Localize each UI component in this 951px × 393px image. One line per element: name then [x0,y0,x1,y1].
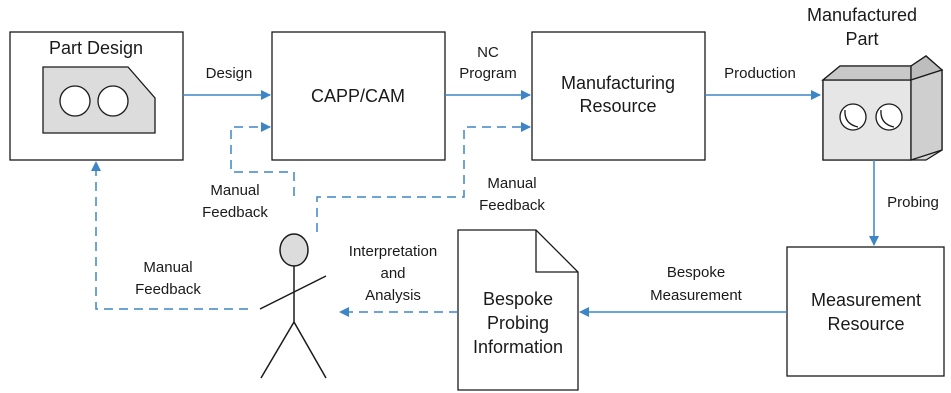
hole-icon [59,85,91,117]
interpretation-label-1: Interpretation [349,243,437,260]
part-design-title: Part Design [49,38,143,58]
measurement-resource-label-2: Resource [827,314,904,334]
manual-feedback-design-arrow [91,161,248,310]
manual-feedback-capp-arrow [230,122,295,196]
manual-feedback-design-label-2: Feedback [135,281,201,298]
bespoke-measurement-label-2: Measurement [650,287,743,304]
manual-feedback-mfg-label-1: Manual [487,175,536,192]
manual-feedback-design-label-1: Manual [143,259,192,276]
part-design-box: Part Design [9,31,184,161]
manual-feedback-capp-label-1: Manual [210,182,259,199]
machined-part-icon [821,55,944,161]
document-icon [457,229,579,391]
manufacturing-resource-box: Manufacturing Resource [531,31,706,161]
manufactured-part-label-1: Manufactured [807,5,917,25]
nc-program-label-1: NC [477,44,499,61]
manufacturing-resource-label-2: Resource [579,96,656,116]
manual-feedback-capp-label-2: Feedback [202,204,268,221]
measurement-resource-box: Measurement Resource [786,246,945,377]
bespoke-measurement-label-1: Bespoke [667,264,725,281]
person-icon [259,233,327,379]
hole-icon [97,85,129,117]
probing-label: Probing [887,194,939,211]
design-label: Design [206,65,253,82]
manual-feedback-mfg-arrow [316,122,531,232]
bespoke-probing-label-3: Information [473,337,563,357]
bespoke-probing-label-1: Bespoke [483,289,553,309]
nc-program-label-2: Program [459,65,517,82]
measurement-resource-label-1: Measurement [811,290,921,310]
interpretation-label-3: Analysis [365,287,421,304]
bespoke-probing-information-doc: Bespoke Probing Information [457,229,579,391]
manual-feedback-mfg-label-2: Feedback [479,197,545,214]
capp-cam-box: CAPP/CAM [271,31,446,161]
interpretation-label-2: and [380,265,405,282]
production-label: Production [724,65,796,82]
manufactured-part-label-2: Part [845,29,878,49]
manufactured-part: Manufactured Part [807,5,944,161]
manufacturing-resource-label-1: Manufacturing [561,73,675,93]
capp-cam-label: CAPP/CAM [311,86,405,106]
bespoke-probing-label-2: Probing [487,313,549,333]
